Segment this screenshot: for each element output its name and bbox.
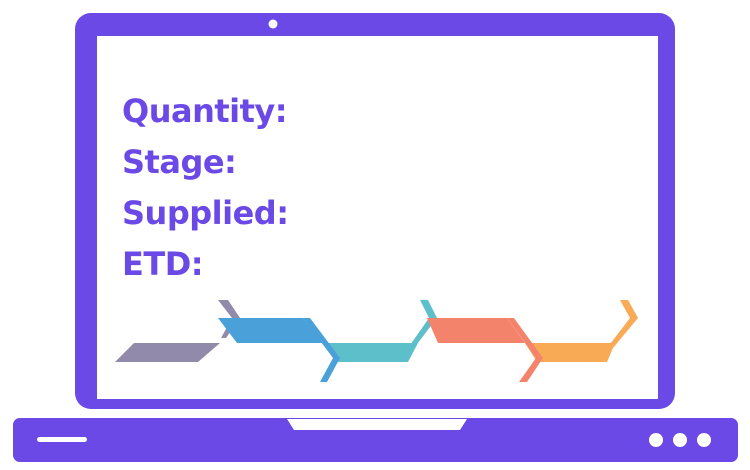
label-stage: Stage: bbox=[122, 143, 237, 181]
laptop-base bbox=[13, 418, 738, 462]
label-supplied: Supplied: bbox=[122, 194, 289, 232]
laptop-base-notch bbox=[287, 419, 467, 430]
process-stage-3-chevron bbox=[408, 300, 437, 348]
indicator-dot-icon bbox=[697, 433, 711, 447]
shipment-field-labels: Quantity: Stage: Supplied: ETD: bbox=[122, 86, 289, 290]
process-stage-5 bbox=[525, 343, 615, 362]
laptop-screen bbox=[97, 36, 658, 399]
process-arrow-chain bbox=[115, 300, 638, 382]
process-stage-3 bbox=[323, 343, 418, 362]
base-indicator-dots bbox=[649, 433, 711, 447]
process-stage-3-tail bbox=[303, 318, 340, 382]
webcam-icon bbox=[268, 19, 278, 29]
process-stage-2 bbox=[218, 318, 323, 343]
laptop-base-slot bbox=[37, 437, 87, 442]
indicator-dot-icon bbox=[673, 433, 687, 447]
indicator-dot-icon bbox=[649, 433, 663, 447]
process-stage-4 bbox=[427, 318, 525, 343]
process-stage-5-tail bbox=[507, 318, 543, 382]
process-stage-5-chevron bbox=[607, 300, 638, 348]
label-etd: ETD: bbox=[122, 245, 204, 283]
process-stage-1 bbox=[115, 343, 220, 362]
label-quantity: Quantity: bbox=[122, 92, 288, 130]
